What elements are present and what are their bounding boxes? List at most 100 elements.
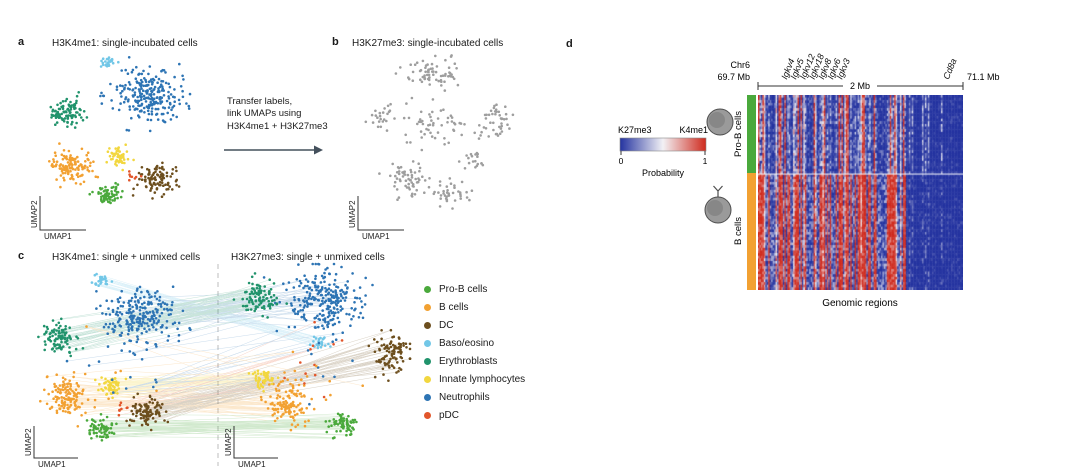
panel-d: d 2 Mb Chr6 69.7 Mb 71.1 Mb K27me3 (560, 30, 1080, 350)
legend-item: Neutrophils (424, 388, 525, 406)
umap-a-cluster-prob (88, 181, 124, 205)
panel-d-label: d (566, 38, 573, 50)
probability-heatmap (758, 95, 963, 290)
legend-label: Erythroblasts (439, 355, 498, 367)
umap-c-right-cluster-dc (367, 328, 412, 382)
umap2-axis-label: UMAP2 (348, 200, 357, 228)
umap-axes: UMAP1 UMAP2 (30, 196, 86, 241)
umap-a-cluster-innate (105, 143, 135, 172)
umap-c-left-cluster-dc (125, 392, 170, 432)
umap-c-right-cluster-innate (247, 369, 280, 393)
group-label-pro-b: Pro-B cells (733, 111, 744, 157)
legend-item: B cells (424, 298, 525, 316)
probability-colorbar (619, 137, 707, 152)
legend-swatch (424, 285, 431, 293)
umap-c-right-cluster-erythroblasts (232, 272, 289, 319)
umap-plot-h3k27me3-single: UMAP1 UMAP2 (348, 54, 515, 241)
heatmap-annotations: 2 Mb Chr6 69.7 Mb 71.1 Mb K27me3 K4me1 0… (618, 52, 1000, 309)
umap-b-cluster-g1 (394, 54, 460, 101)
colorbar-left-label: K27me3 (618, 125, 652, 135)
pro-b-cell-icon (706, 108, 734, 136)
umap-axes: UMAP1 UMAP2 (348, 196, 404, 241)
colorbar-max-label: 1 (703, 156, 708, 166)
umap-c-right-cluster-neutrophils (262, 262, 374, 341)
umap-c-right-cluster-baso (308, 335, 332, 350)
umap-a-cluster-erythroblasts (49, 91, 89, 129)
umap1-axis-label: UMAP1 (44, 232, 72, 241)
legend-label: Pro-B cells (439, 283, 488, 295)
umap-c-left-cluster-erythroblasts (37, 317, 85, 358)
umap1-axis-label: UMAP1 (238, 460, 266, 469)
umap-b-cluster-g5 (378, 160, 431, 201)
umap-a-cluster-baso (99, 56, 120, 68)
umap1-axis-label: UMAP1 (362, 232, 390, 241)
panel-a-title: H3K4me1: single-incubated cells (52, 38, 198, 49)
start-coordinate-label: 69.7 Mb (717, 72, 750, 82)
umap-c-left-cluster-baso (90, 272, 114, 287)
legend-swatch (424, 411, 431, 419)
umap-c-right-cluster-stray-orange (291, 350, 365, 410)
gene-label: Cd8a (941, 57, 958, 81)
legend-item: Erythroblasts (424, 352, 525, 370)
umap-c-right-cluster-pdc (283, 320, 344, 399)
chromosome-label: Chr6 (730, 60, 750, 70)
umap2-axis-label: UMAP2 (24, 428, 33, 456)
legend-label: pDC (439, 409, 460, 421)
legend-label: DC (439, 319, 454, 331)
panel-a-label: a (18, 36, 25, 48)
panel-c-left-title: H3K4me1: single + unmixed cells (52, 252, 201, 263)
legend-label: Baso/eosino (439, 337, 495, 349)
umap1-axis-label: UMAP1 (38, 460, 66, 469)
umap-c-left-cluster-neutrophils (95, 285, 192, 356)
legend-swatch (424, 303, 431, 311)
umap-c-left-cluster-bcells (43, 371, 97, 417)
legend-item: Pro-B cells (424, 280, 525, 298)
umap2-axis-label: UMAP2 (224, 428, 233, 456)
colorbar-right-label: K4me1 (679, 125, 708, 135)
umap-c-left-cluster-stray-orange (39, 325, 158, 428)
arrow-head-icon (314, 145, 323, 155)
end-coordinate-label: 71.1 Mb (967, 72, 1000, 82)
transfer-arrow (224, 145, 323, 155)
legend-label: B cells (439, 301, 469, 313)
umap-a-cluster-bcells (48, 142, 100, 189)
umap-a-cluster-dc (131, 161, 181, 200)
legend-swatch (424, 375, 431, 383)
scale-bar (757, 82, 964, 90)
panel-c-right-title: H3K27me3: single + unmixed cells (231, 252, 385, 263)
legend-item: pDC (424, 406, 525, 424)
umap-b-cluster-g7 (457, 151, 485, 170)
group-label-b: B cells (733, 217, 744, 245)
transfer-annotation: Transfer labels, link UMAPs using H3K4me… (227, 96, 328, 132)
umap-c-right-cluster-prob (324, 412, 358, 440)
umap-b-cluster-g3 (378, 96, 466, 152)
group-bar-b (747, 173, 756, 290)
legend-swatch (424, 393, 431, 401)
colorbar-min-label: 0 (619, 156, 624, 166)
umap-plot-h3k4me1-single: UMAP1 UMAP2 (30, 56, 192, 241)
group-bar-pro-b (747, 95, 756, 173)
umap-c-right-cluster-bcells (259, 371, 328, 432)
legend-item: Baso/eosino (424, 334, 525, 352)
umap-c-left-cluster-pdc (117, 401, 129, 417)
umap-axes: UMAP1 UMAP2 (224, 426, 278, 469)
cell-link-lines (38, 273, 411, 439)
legend-label: Neutrophils (439, 391, 490, 403)
panel-b-title: H3K27me3: single-incubated cells (352, 38, 504, 49)
umap-c-left-cluster-innate (94, 376, 128, 400)
umap-c-left-cluster-prob (85, 413, 118, 442)
legend-swatch (424, 357, 431, 365)
legend-label: Innate lymphocytes (439, 373, 526, 385)
panel-c-label: c (18, 250, 25, 262)
legend-item: Innate lymphocytes (424, 370, 525, 388)
umap-b-cluster-g6 (423, 177, 474, 210)
umap-c-right-cluster-stray-blue (275, 317, 354, 406)
legend-item: DC (424, 316, 525, 334)
legend-swatch (424, 339, 431, 347)
umap2-axis-label: UMAP2 (30, 200, 39, 228)
b-cell-receptor-icon (713, 185, 723, 197)
b-cell-icon (704, 185, 732, 224)
umap-axes: UMAP1 UMAP2 (24, 426, 78, 469)
